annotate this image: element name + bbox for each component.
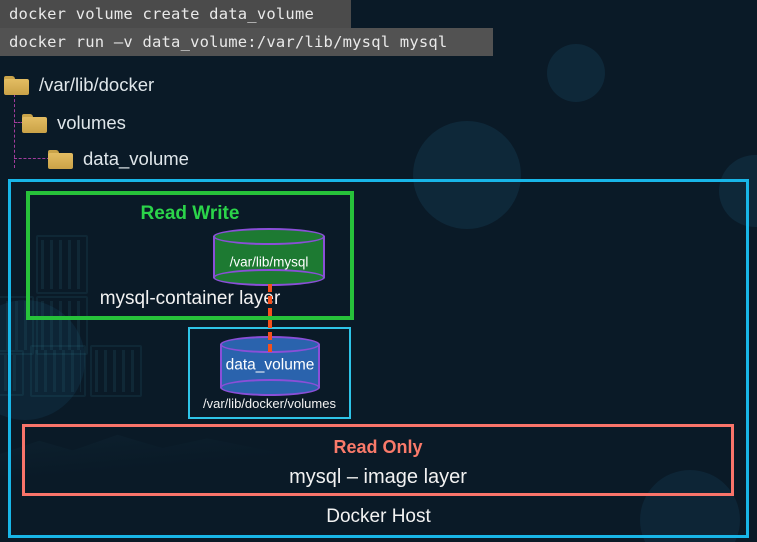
folder-icon bbox=[48, 149, 73, 169]
tree-node-label: volumes bbox=[57, 112, 126, 133]
data-volume-path-label: /var/lib/docker/volumes bbox=[203, 396, 336, 411]
read-only-box: Read Only bbox=[22, 424, 734, 496]
mysql-image-layer-label: mysql – image layer bbox=[289, 466, 467, 488]
command-line-2: docker run –v data_volume:/var/lib/mysql… bbox=[0, 28, 493, 56]
read-write-box: Read Write bbox=[26, 191, 354, 320]
mysql-data-cylinder-label: /var/lib/mysql bbox=[229, 254, 309, 270]
docker-host-label: Docker Host bbox=[326, 506, 431, 527]
tree-node-label: /var/lib/docker bbox=[39, 74, 155, 95]
mysql-container-layer-label: mysql-container layer bbox=[99, 288, 281, 309]
folder-icon bbox=[22, 113, 47, 133]
background-circle bbox=[547, 44, 605, 102]
data-volume-cylinder-label: data_volume bbox=[225, 356, 315, 374]
mysql-data-cylinder: /var/lib/mysql bbox=[213, 228, 325, 286]
tree-node-data-volume[interactable]: data_volume bbox=[48, 148, 189, 170]
tree-connector-horizontal bbox=[14, 122, 24, 123]
tree-node-label: data_volume bbox=[83, 148, 189, 169]
tree-node-docker-root[interactable]: /var/lib/docker bbox=[4, 74, 154, 96]
tree-node-volumes[interactable]: volumes bbox=[22, 112, 126, 134]
file-tree: /var/lib/docker volumes data_volume bbox=[0, 62, 330, 177]
read-only-title: Read Only bbox=[333, 437, 423, 457]
tree-connector-vertical bbox=[14, 94, 15, 168]
volume-mount-connector bbox=[268, 284, 272, 352]
tree-connector-horizontal bbox=[14, 158, 50, 159]
command-line-1: docker volume create data_volume bbox=[0, 0, 351, 28]
folder-icon bbox=[4, 75, 29, 95]
read-write-title: Read Write bbox=[140, 203, 240, 224]
